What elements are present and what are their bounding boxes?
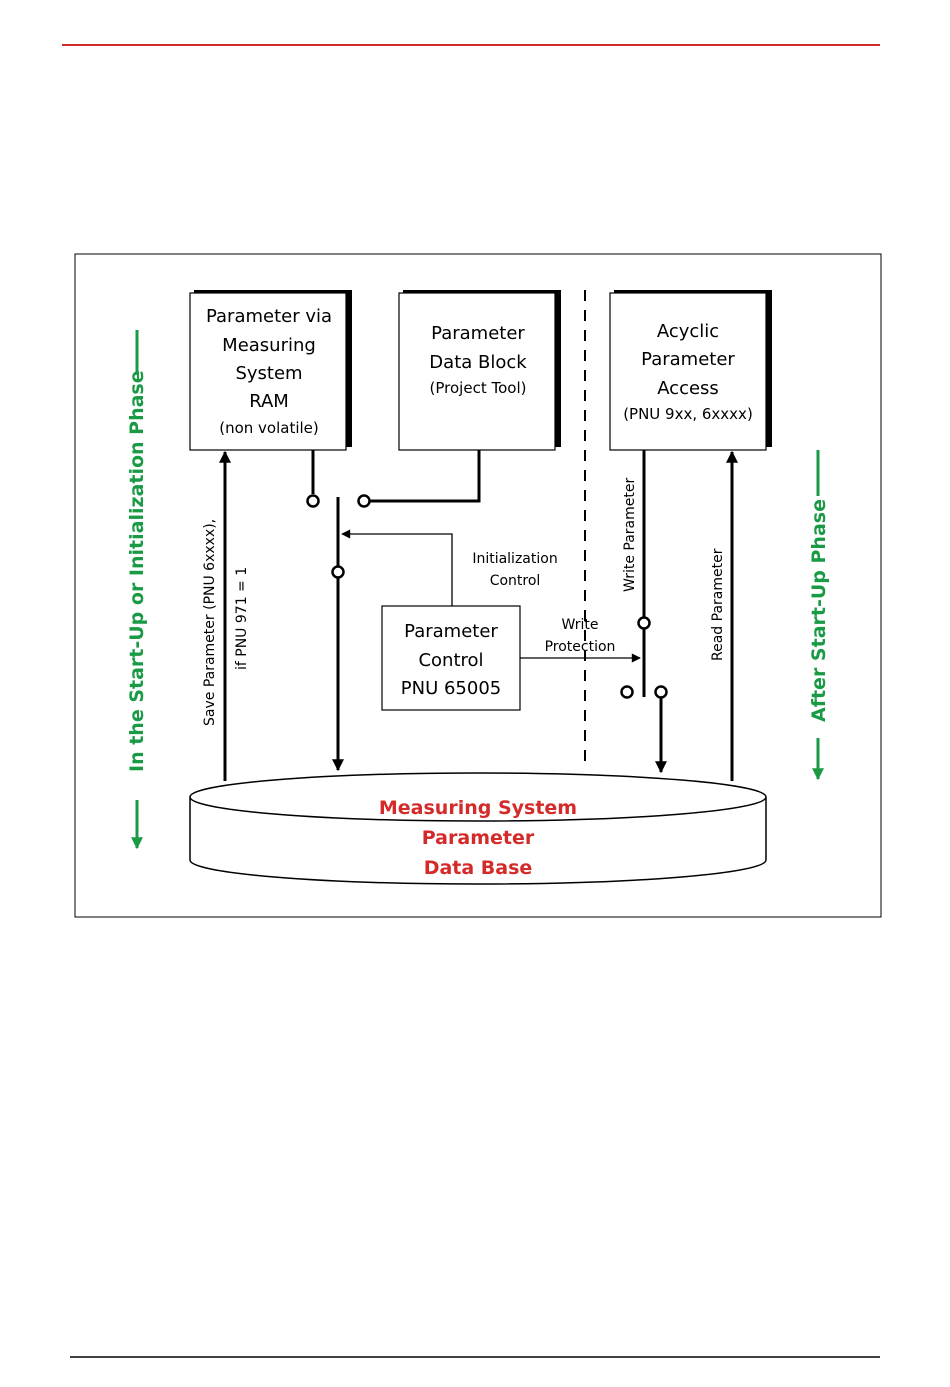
box-ram-line-1: Parameter via	[206, 306, 332, 327]
box-acyclic-line-3: Access	[657, 378, 719, 399]
switch-contact-ram	[306, 494, 320, 508]
switch-contact-open	[620, 685, 634, 699]
label-save-condition: if PNU 971 = 1	[234, 567, 250, 670]
box-control-line-2: Control	[418, 650, 483, 671]
box-data-block-line-3: (Project Tool)	[430, 379, 527, 397]
box-control-line-3: PNU 65005	[401, 678, 501, 699]
database-line-3: Data Base	[424, 857, 533, 879]
switch-contact-data-block	[357, 494, 371, 508]
box-parameter-data-block: Parameter Data Block (Project Tool)	[398, 290, 561, 451]
right-phase-indicator: After Start-Up Phase	[808, 450, 830, 781]
label-read-parameter: Read Parameter	[710, 548, 726, 661]
label-write-protection-2: Protection	[545, 639, 616, 655]
box-data-block-line-1: Parameter	[431, 323, 525, 344]
database-line-1: Measuring System	[379, 797, 577, 819]
switch-pivot-right	[637, 616, 651, 630]
data-block-to-switch-line	[370, 450, 481, 503]
switch-pivot-left	[331, 565, 345, 579]
box-ram-line-2: Measuring	[222, 335, 316, 356]
box-parameter-control: Parameter Control PNU 65005	[381, 605, 521, 711]
left-phase-label: In the Start-Up or Initialization Phase	[126, 370, 148, 772]
box-ram-line-3: System	[235, 363, 302, 384]
initialization-control-arrow	[341, 529, 453, 606]
diagram-frame	[74, 253, 882, 918]
database-line-2: Parameter	[422, 827, 535, 849]
database-cylinder: Measuring System Parameter Data Base	[189, 772, 767, 885]
label-initialization-control-1: Initialization	[472, 551, 557, 567]
label-initialization-control-2: Control	[490, 573, 541, 589]
box-parameter-ram: Parameter via Measuring System RAM (non …	[189, 290, 352, 451]
label-save-parameter: Save Parameter (PNU 6xxxx),	[202, 519, 218, 726]
box-ram-line-5: (non volatile)	[219, 419, 319, 437]
box-acyclic-line-2: Parameter	[641, 349, 735, 370]
box-control-line-1: Parameter	[404, 621, 498, 642]
box-acyclic-line-1: Acyclic	[657, 321, 719, 342]
left-phase-indicator: In the Start-Up or Initialization Phase	[126, 330, 148, 850]
box-acyclic-line-4: (PNU 9xx, 6xxxx)	[623, 405, 753, 423]
label-write-protection-1: Write	[562, 617, 599, 633]
label-write-parameter: Write Parameter	[622, 478, 638, 592]
switch-contact-closed	[654, 685, 668, 699]
box-data-block-line-2: Data Block	[429, 352, 527, 373]
box-ram-line-4: RAM	[249, 391, 289, 412]
box-acyclic-parameter-access: Acyclic Parameter Access (PNU 9xx, 6xxxx…	[609, 290, 772, 451]
right-phase-label: After Start-Up Phase	[808, 499, 830, 722]
